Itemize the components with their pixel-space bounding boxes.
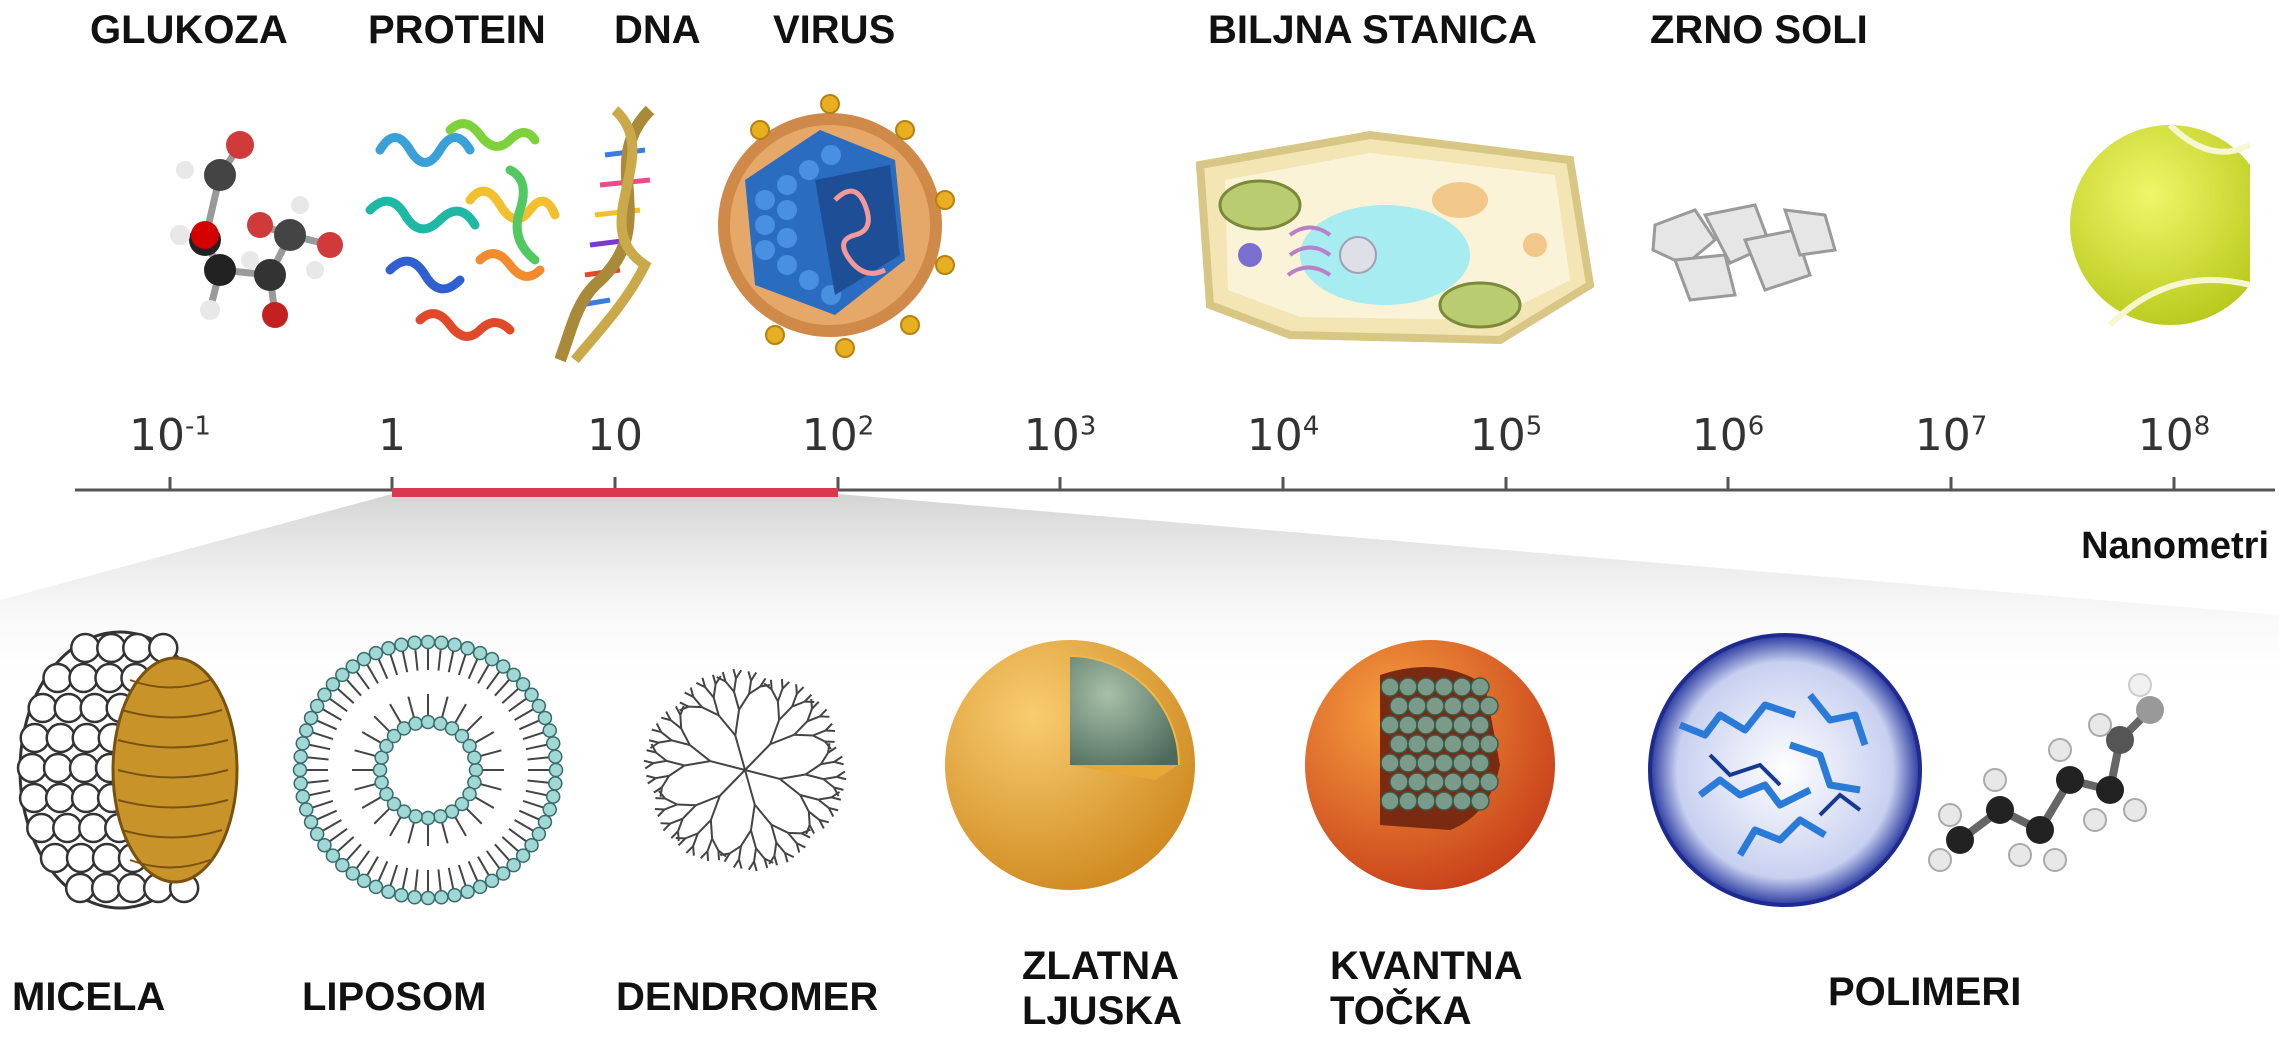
liposome-illustration — [288, 630, 568, 910]
label-micela: MICELA — [12, 975, 165, 1020]
label-dna: DNA — [614, 8, 701, 53]
tennis-ball-illustration — [2050, 105, 2250, 345]
label-kvantna-line2: TOČKA — [1330, 989, 1523, 1034]
label-glukoza: GLUKOZA — [90, 8, 288, 53]
micelle-illustration — [10, 620, 250, 920]
dendrimer-illustration — [615, 630, 875, 910]
tick-label: 104 — [1247, 410, 1320, 461]
tick-label: 10-1 — [129, 410, 211, 461]
salt-grain-illustration — [1635, 185, 1855, 315]
label-virus: VIRUS — [773, 8, 895, 53]
protein-ribbon-illustration — [350, 110, 580, 360]
tick-label: 1 — [378, 410, 406, 461]
virus-illustration — [705, 90, 955, 360]
tick-label: 107 — [1915, 410, 1988, 461]
label-kvantna-line1: KVANTNA — [1330, 944, 1523, 989]
tick-label: 108 — [2138, 410, 2211, 461]
tick-label: 103 — [1024, 410, 1097, 461]
label-polimeri: POLIMERI — [1828, 970, 2021, 1015]
gold-shell-illustration — [940, 625, 1220, 905]
label-protein: PROTEIN — [368, 8, 546, 53]
scale-axis — [0, 455, 2279, 535]
label-dendromer: DENDROMER — [616, 975, 878, 1020]
glucose-molecule-illustration — [140, 110, 360, 350]
label-biljna-stanica: BILJNA STANICA — [1208, 8, 1537, 53]
tick-label: 106 — [1692, 410, 1765, 461]
plant-cell-illustration — [1170, 105, 1600, 355]
label-liposom: LIPOSOM — [302, 975, 486, 1020]
label-zlatna-line1: ZLATNA — [1022, 944, 1182, 989]
tick-label: 102 — [802, 410, 875, 461]
tick-label: 10 — [587, 410, 643, 461]
quantum-dot-illustration — [1290, 625, 1570, 905]
polymer-chain-illustration — [1920, 640, 2170, 900]
nanoscale-highlight — [392, 488, 838, 497]
dna-helix-illustration — [555, 105, 685, 365]
label-zrno-soli: ZRNO SOLI — [1650, 8, 1868, 53]
label-zlatna-line2: LJUSKA — [1022, 989, 1182, 1034]
label-zlatna-ljuska: ZLATNA LJUSKA — [1022, 944, 1182, 1034]
polymer-sphere-illustration — [1640, 625, 1930, 915]
unit-label: Nanometri — [2081, 525, 2269, 568]
label-kvantna-tocka: KVANTNA TOČKA — [1330, 944, 1523, 1034]
tick-label: 105 — [1470, 410, 1543, 461]
